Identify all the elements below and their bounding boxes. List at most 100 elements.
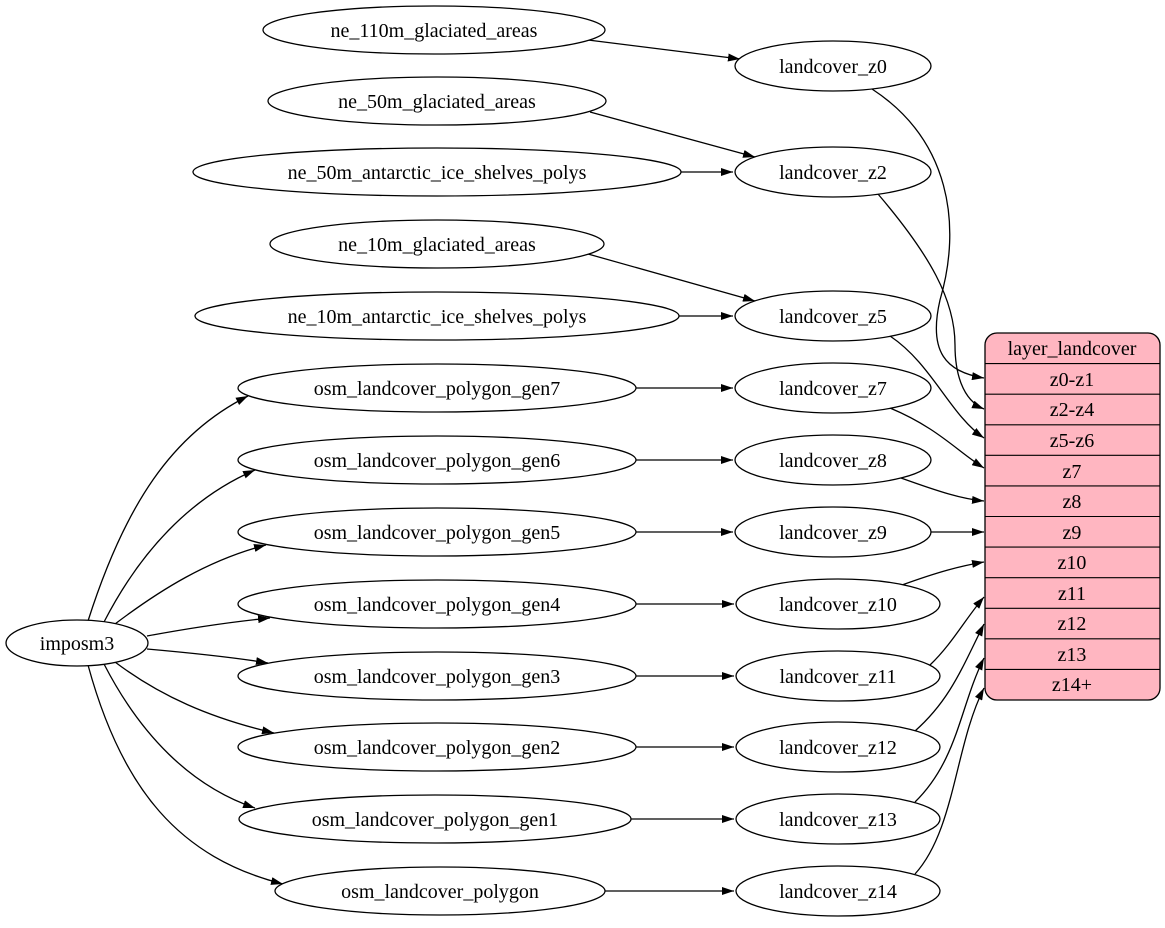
node-osm_landcover_polygon_gen7-shape — [237, 363, 637, 413]
node-landcover_z11-shape — [735, 650, 941, 702]
edge-imposm3-osm_landcover_polygon_gen4 — [146, 615, 271, 637]
table-row-z5-z6: z5-z6 — [1050, 430, 1094, 452]
node-ne_110m_glaciated_areas: ne_110m_glaciated_areas — [262, 5, 606, 55]
node-osm_landcover_polygon_gen1-shape — [238, 794, 632, 844]
node-landcover_z8-shape — [734, 434, 932, 486]
node-landcover_z0: landcover_z0 — [734, 40, 932, 92]
node-osm_landcover_polygon_gen5: osm_landcover_polygon_gen5 — [237, 507, 637, 557]
table-layer_landcover: layer_landcover z0-z1 z2-z4 z5-z6 z7 z8 … — [984, 332, 1161, 701]
edge-ne_10m_glaciated_areas-landcover_z5 — [587, 253, 756, 302]
node-osm_landcover_polygon_gen2-shape — [237, 722, 637, 772]
node-osm_landcover_polygon-label: osm_landcover_polygon — [341, 881, 539, 903]
node-landcover_z9: landcover_z9 — [734, 506, 932, 558]
node-ne_110m_glaciated_areas-shape — [262, 5, 606, 55]
edge-landcover_z14-row-z14plus — [914, 687, 985, 875]
table-row-z13: z13 — [1058, 644, 1087, 666]
edge-landcover_z2-row-z2-z4 — [877, 193, 985, 410]
node-imposm3: imposm3 — [5, 619, 149, 667]
node-osm_landcover_polygon-shape — [274, 866, 606, 916]
node-ne_10m_glaciated_areas: ne_10m_glaciated_areas — [269, 219, 605, 269]
node-landcover_z8-label: landcover_z8 — [779, 450, 887, 472]
node-landcover_z5-shape — [734, 290, 932, 342]
node-landcover_z11: landcover_z11 — [735, 650, 941, 702]
table-title: layer_landcover — [1008, 338, 1137, 360]
edge-imposm3-osm_landcover_polygon_gen5 — [114, 544, 267, 625]
node-ne_50m_glaciated_areas-label: ne_50m_glaciated_areas — [338, 91, 536, 113]
edge-landcover_z13-row-z13 — [914, 657, 985, 803]
node-osm_landcover_polygon_gen2-label: osm_landcover_polygon_gen2 — [314, 737, 561, 759]
node-ne_110m_glaciated_areas-label: ne_110m_glaciated_areas — [331, 20, 538, 42]
node-osm_landcover_polygon: osm_landcover_polygon — [274, 866, 606, 916]
node-landcover_z7: landcover_z7 — [734, 362, 932, 414]
node-osm_landcover_polygon_gen2: osm_landcover_polygon_gen2 — [237, 722, 637, 772]
node-ne_10m_antarctic_ice_shelves_polys-shape — [194, 291, 680, 341]
edge-landcover_z5-row-z5-z6 — [889, 335, 985, 439]
node-ne_50m_antarctic_ice_shelves_polys: ne_50m_antarctic_ice_shelves_polys — [192, 147, 682, 197]
node-ne_10m_antarctic_ice_shelves_polys-label: ne_10m_antarctic_ice_shelves_polys — [288, 306, 587, 328]
edge-imposm3-osm_landcover_polygon_gen2 — [114, 661, 275, 735]
node-landcover_z7-label: landcover_z7 — [779, 378, 887, 400]
edge-landcover_z12-row-z12 — [914, 623, 985, 732]
table-row-z7: z7 — [1063, 461, 1082, 483]
node-osm_landcover_polygon_gen4-label: osm_landcover_polygon_gen4 — [314, 594, 561, 616]
table-row-z12: z12 — [1058, 613, 1087, 635]
node-ne_50m_antarctic_ice_shelves_polys-label: ne_50m_antarctic_ice_shelves_polys — [288, 162, 587, 184]
node-landcover_z13-shape — [735, 793, 941, 845]
node-ne_50m_glaciated_areas-shape — [267, 76, 607, 126]
node-imposm3-label: imposm3 — [40, 633, 114, 655]
node-landcover_z9-shape — [734, 506, 932, 558]
node-osm_landcover_polygon_gen3: osm_landcover_polygon_gen3 — [237, 651, 637, 701]
node-landcover_z11-label: landcover_z11 — [780, 666, 897, 688]
node-landcover_z9-label: landcover_z9 — [779, 522, 887, 544]
node-landcover_z10-shape — [735, 578, 941, 630]
node-landcover_z2-label: landcover_z2 — [779, 162, 887, 184]
node-landcover_z13-label: landcover_z13 — [779, 809, 897, 831]
node-ne_50m_antarctic_ice_shelves_polys-shape — [192, 147, 682, 197]
node-landcover_z2-shape — [734, 146, 932, 198]
edge-landcover_z7-row-z7 — [889, 407, 985, 469]
edge-landcover_z8-row-z8 — [900, 477, 985, 504]
edge-imposm3-osm_landcover_polygon_gen1 — [103, 663, 256, 809]
table-row-z14plus: z14+ — [1052, 674, 1092, 696]
node-landcover_z12-label: landcover_z12 — [779, 737, 897, 759]
edge-landcover_z10-row-z10 — [901, 560, 985, 586]
node-osm_landcover_polygon_gen3-label: osm_landcover_polygon_gen3 — [314, 666, 561, 688]
edge-imposm3-osm_landcover_polygon — [87, 664, 284, 885]
node-landcover_z14: landcover_z14 — [735, 865, 941, 917]
node-landcover_z14-label: landcover_z14 — [779, 881, 897, 903]
node-ne_10m_glaciated_areas-shape — [269, 219, 605, 269]
node-landcover_z2: landcover_z2 — [734, 146, 932, 198]
edge-imposm3-osm_landcover_polygon_gen6 — [103, 469, 256, 623]
node-landcover_z5: landcover_z5 — [734, 290, 932, 342]
node-landcover_z5-label: landcover_z5 — [779, 306, 887, 328]
node-osm_landcover_polygon_gen7: osm_landcover_polygon_gen7 — [237, 363, 637, 413]
node-landcover_z0-shape — [734, 40, 932, 92]
node-ne_50m_glaciated_areas: ne_50m_glaciated_areas — [267, 76, 607, 126]
node-osm_landcover_polygon_gen4-shape — [237, 579, 637, 629]
node-landcover_z8: landcover_z8 — [734, 434, 932, 486]
node-landcover_z12-shape — [735, 721, 941, 773]
node-osm_landcover_polygon_gen1: osm_landcover_polygon_gen1 — [238, 794, 632, 844]
node-osm_landcover_polygon_gen5-shape — [237, 507, 637, 557]
node-osm_landcover_polygon_gen1-label: osm_landcover_polygon_gen1 — [312, 809, 559, 831]
edge-imposm3-osm_landcover_polygon_gen7 — [87, 395, 249, 622]
table-row-z2-z4: z2-z4 — [1050, 399, 1094, 421]
node-landcover_z7-shape — [734, 362, 932, 414]
node-imposm3-shape — [5, 619, 149, 667]
edge-ne_50m_glaciated_areas-landcover_z2 — [589, 111, 756, 158]
table-row-z9: z9 — [1063, 522, 1082, 544]
node-landcover_z13: landcover_z13 — [735, 793, 941, 845]
edge-landcover_z0-row-z0-z1 — [871, 88, 985, 381]
table-row-z11: z11 — [1058, 583, 1086, 605]
node-landcover_z10: landcover_z10 — [735, 578, 941, 630]
node-osm_landcover_polygon_gen3-shape — [237, 651, 637, 701]
node-osm_landcover_polygon_gen5-label: osm_landcover_polygon_gen5 — [314, 522, 561, 544]
node-landcover_z10-label: landcover_z10 — [779, 594, 897, 616]
node-landcover_z14-shape — [735, 865, 941, 917]
edge-ne_110m_glaciated_areas-landcover_z0 — [587, 39, 741, 62]
node-landcover_z0-label: landcover_z0 — [779, 56, 887, 78]
node-osm_landcover_polygon_gen7-label: osm_landcover_polygon_gen7 — [314, 378, 561, 400]
node-ne_10m_antarctic_ice_shelves_polys: ne_10m_antarctic_ice_shelves_polys — [194, 291, 680, 341]
